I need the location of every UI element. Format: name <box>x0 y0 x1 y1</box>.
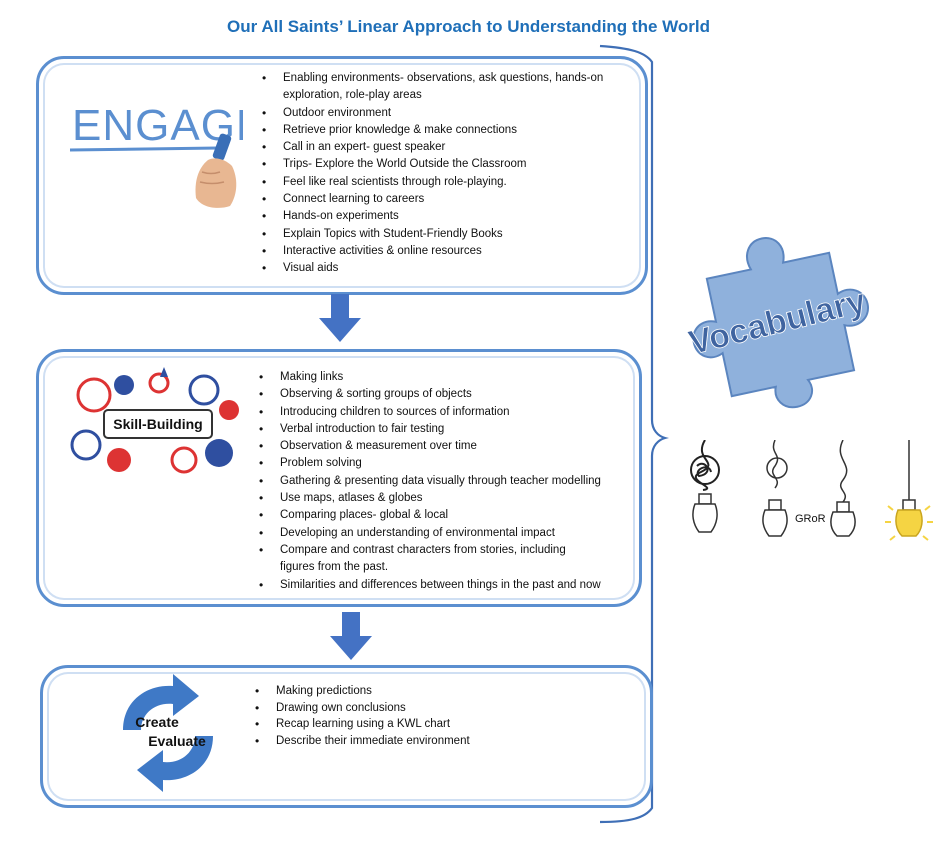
create-item: Drawing own conclusions <box>252 700 622 717</box>
engage-item: Trips- Explore the World Outside the Cla… <box>259 156 629 174</box>
engage-item: Enabling environments- observations, ask… <box>259 70 629 105</box>
engage-item: Connect learning to careers <box>259 191 629 209</box>
engage-logo-text: ENGAGE <box>72 101 243 150</box>
create-item: Making predictions <box>252 683 622 700</box>
loose-wire-bulb-icon <box>830 440 856 537</box>
skill-item: Gathering & presenting data visually thr… <box>256 473 626 491</box>
tangled-bulb-icon <box>690 440 720 533</box>
half-tangled-bulb-icon <box>762 440 788 537</box>
skill-item: Making links <box>256 369 626 387</box>
create-evaluate-list: Making predictions Drawing own conclusio… <box>252 683 622 749</box>
skill-item: Developing an understanding of environme… <box>256 525 626 543</box>
skill-building-logo-text: Skill-Building <box>113 416 202 432</box>
create-item: Recap learning using a KWL chart <box>252 716 622 733</box>
engage-item: Feel like real scientists through role-p… <box>259 174 629 192</box>
skill-item: Comparing places- global & local <box>256 507 626 525</box>
engage-item: Hands-on experiments <box>259 208 629 226</box>
skill-building-list: Making links Observing & sorting groups … <box>256 369 626 594</box>
create-evaluate-cycle-icon: Create Evaluate <box>123 674 213 792</box>
bulb-caption: GRoR <box>795 513 826 525</box>
down-arrow-icon <box>330 612 372 660</box>
engage-item: Call in an expert- guest speaker <box>259 139 629 157</box>
down-arrow-icon <box>319 294 361 342</box>
skill-item: Problem solving <box>256 455 626 473</box>
vocabulary-puzzle-icon: Vocabulary <box>685 237 870 409</box>
skill-item: Observation & measurement over time <box>256 438 626 456</box>
engage-item: Retrieve prior knowledge & make connecti… <box>259 122 629 140</box>
engage-logo: ENGAGE <box>69 101 243 208</box>
engage-item: Explain Topics with Student-Friendly Boo… <box>259 226 629 244</box>
skill-building-logo: Skill-Building <box>70 367 239 474</box>
lit-bulb-icon <box>885 440 933 541</box>
engage-item: Interactive activities & online resource… <box>259 243 629 261</box>
skill-item: Compare and contrast characters from sto… <box>256 542 626 577</box>
skill-item: Introducing children to sources of infor… <box>256 404 626 422</box>
engage-list: Enabling environments- observations, ask… <box>259 70 629 278</box>
skill-item: Verbal introduction to fair testing <box>256 421 626 439</box>
evaluate-label: Evaluate <box>148 733 206 749</box>
skill-item: Use maps, atlases & globes <box>256 490 626 508</box>
skill-item: Observing & sorting groups of objects <box>256 386 626 404</box>
engage-item: Outdoor environment <box>259 105 629 123</box>
page-title: Our All Saints’ Linear Approach to Under… <box>227 17 710 36</box>
right-bracket <box>599 44 669 824</box>
skill-item: Similarities and differences between thi… <box>256 577 626 595</box>
engage-item: Visual aids <box>259 260 629 278</box>
create-label: Create <box>135 714 179 730</box>
create-item: Describe their immediate environment <box>252 733 622 750</box>
light-bulbs-illustration <box>690 440 933 541</box>
